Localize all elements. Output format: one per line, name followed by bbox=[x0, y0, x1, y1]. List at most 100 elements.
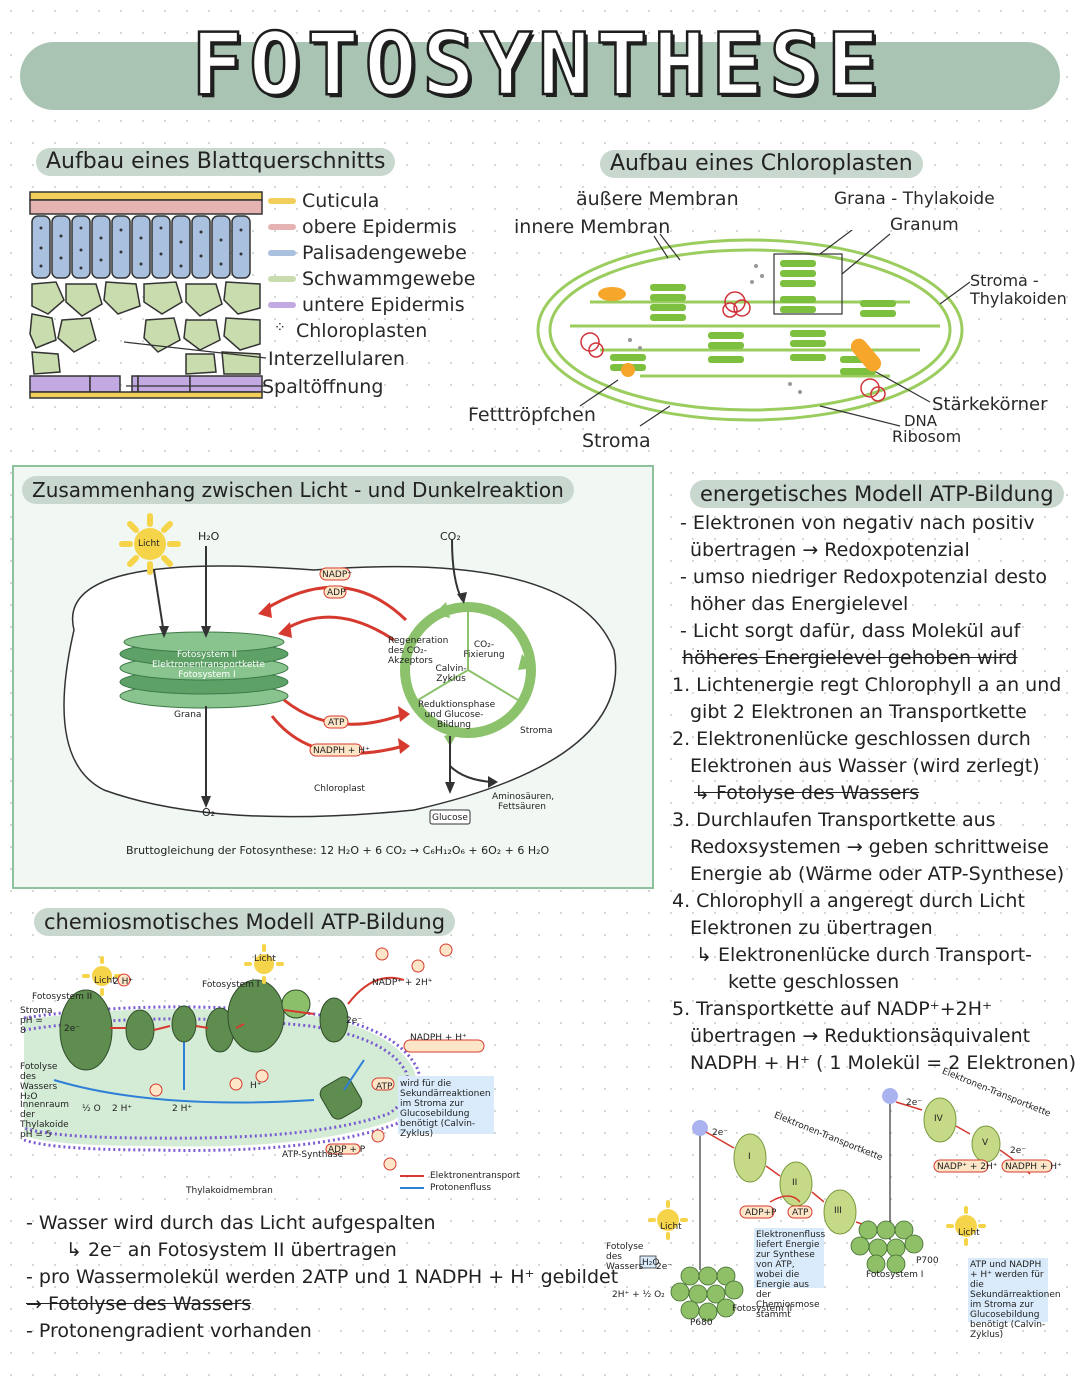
label-photolysis-chemi: Fotolyse des Wassers H₂O bbox=[20, 1062, 58, 1102]
label-2e-z1: 2e⁻ bbox=[712, 1128, 729, 1138]
label-light-z-right: Licht bbox=[958, 1228, 980, 1238]
black-arrows bbox=[153, 539, 493, 802]
label-amino-fatty-acids: Aminosäuren, Fettsäuren bbox=[492, 792, 555, 812]
label-2e-z2: 2e⁻ bbox=[906, 1098, 923, 1108]
sun-icon-left bbox=[82, 956, 122, 996]
label-stroma-ph: Stroma pH = 8 bbox=[20, 1006, 53, 1036]
label-fs2-z: Fotosystem II bbox=[732, 1304, 793, 1314]
label-fs2: Fotosystem II bbox=[176, 650, 238, 660]
cuticula-layer bbox=[29, 191, 263, 201]
carrier-label-2: II bbox=[792, 1178, 798, 1188]
proton-circles bbox=[117, 943, 453, 1171]
label-half-o: ½ O bbox=[82, 1104, 101, 1114]
chloroplast-heading: Aufbau eines Chloroplasten bbox=[600, 150, 923, 178]
pill-nadph: NADPH + H⁺ bbox=[313, 746, 370, 756]
label-intercellular: Interzellularen bbox=[268, 348, 405, 370]
label-lumen: Innenraum der Thylakoide pH = 5 bbox=[20, 1100, 69, 1140]
label-granum: Granum bbox=[890, 215, 959, 235]
label-membrane: Thylakoidmembran bbox=[186, 1186, 273, 1196]
label-2h-chemi: 2 H⁺ bbox=[112, 1104, 133, 1114]
label-2e-chemi: 2e⁻ bbox=[64, 1024, 81, 1034]
label-reduction: Reduktionsphase und Glucose-Bildung bbox=[418, 700, 496, 730]
pill-nadp-z: NADP⁺ + 2H⁺ bbox=[937, 1162, 998, 1172]
pill-adp-z: ADP+P bbox=[745, 1208, 777, 1218]
label-2h-chemi-b: 2 H⁺ bbox=[172, 1104, 193, 1114]
label-atp-chemi: ATP bbox=[376, 1082, 393, 1092]
granum-box bbox=[773, 253, 843, 315]
label-p680: P680 bbox=[690, 1318, 713, 1328]
products-note-box bbox=[968, 1258, 1048, 1322]
label-products-z: 2H⁺ + ½ O₂ bbox=[612, 1290, 665, 1300]
leaf-cross-section-diagram bbox=[29, 191, 266, 399]
chemiosmotic-heading: chemiosmotisches Modell ATP-Bildung bbox=[34, 908, 456, 936]
label-starch: Stärkekörner bbox=[932, 394, 1048, 415]
pill-nadp: NADP⁺ bbox=[322, 570, 352, 580]
label-fs2-chemi: Fotosystem II bbox=[32, 992, 93, 1002]
label-chloroplast: Chloroplast bbox=[314, 784, 365, 794]
lumen bbox=[24, 1008, 417, 1147]
title-banner bbox=[20, 42, 1060, 110]
label-2e-z3: 2e⁻ bbox=[1010, 1146, 1027, 1156]
label-2h-chemi-top: 2 H⁺ bbox=[113, 977, 134, 987]
lower-epidermis-layer bbox=[29, 375, 263, 393]
dna-coils bbox=[580, 291, 886, 402]
label-light-chemi-right: Licht bbox=[254, 954, 276, 964]
label-co2: CO₂ bbox=[440, 530, 461, 543]
chemiosmotic-note: wird für die Sekundärreaktionen im Strom… bbox=[400, 1079, 491, 1139]
cofactor-pills bbox=[309, 567, 471, 825]
sun-icon-z-left bbox=[648, 1200, 688, 1240]
membrane-complexes bbox=[59, 979, 363, 1120]
label-stoma: Spaltöffnung bbox=[262, 376, 384, 398]
z-scheme-diagram bbox=[639, 1088, 1053, 1322]
light-dark-heading: Zusammenhang zwischen Licht - und Dunkel… bbox=[22, 476, 574, 504]
label-flow-note: Elektronenfluss liefert Energie zur Synt… bbox=[756, 1230, 826, 1320]
label-h2o-z: H₂O bbox=[642, 1258, 660, 1268]
label-glucose: Glucose bbox=[432, 813, 468, 823]
note-box bbox=[398, 1076, 494, 1134]
pill-atp-z: ATP bbox=[792, 1208, 809, 1218]
energetic-heading: energetisches Modell ATP-Bildung bbox=[690, 480, 1064, 508]
label-products-note: ATP und NADPH + H⁺ werden für die Sekund… bbox=[970, 1260, 1061, 1340]
sun-icon-z-right bbox=[946, 1206, 986, 1246]
label-grana-thylakoid: Grana - Thylakoide bbox=[834, 189, 995, 209]
label-inner-membrane: innere Membran bbox=[514, 216, 671, 238]
carrier-label-5: V bbox=[982, 1138, 989, 1148]
label-fs1-z: Fotosystem I bbox=[866, 1270, 924, 1280]
label-lipid: Fetttröpfchen bbox=[468, 404, 596, 426]
legend-electron-transport: Elektronentransport bbox=[430, 1171, 521, 1181]
label-calvin: Calvin-Zyklus bbox=[435, 664, 467, 684]
carrier-ovals bbox=[733, 1097, 1001, 1235]
pill-adp: ADP bbox=[327, 588, 346, 598]
carrier-label-3: III bbox=[834, 1206, 842, 1216]
equation: Bruttogleichung der Fotosynthese: 12 H₂O… bbox=[126, 844, 550, 857]
label-outer-membrane: äußere Membran bbox=[576, 188, 739, 210]
carrier-label-4: IV bbox=[934, 1114, 943, 1124]
label-2e-z4: 2e⁻ bbox=[656, 1262, 673, 1272]
label-stroma: Stroma bbox=[582, 430, 651, 452]
chloroplast-diagram bbox=[536, 230, 970, 427]
page-title: FOTOSYNTHESE bbox=[190, 15, 885, 115]
photosystem-i-cluster bbox=[850, 1220, 924, 1274]
atp-pill bbox=[371, 1077, 395, 1091]
leaf-heading: Aufbau eines Blattquerschnitts bbox=[36, 148, 396, 176]
label-2e-chemi-b: 2e⁻ bbox=[346, 1016, 363, 1026]
sun-icon-right bbox=[244, 944, 284, 984]
label-etc: Elektronentransportkette bbox=[152, 660, 266, 670]
label-adp-p: ADP + P bbox=[328, 1145, 366, 1155]
grana-stacks bbox=[610, 260, 896, 375]
summary-bullets: - Wasser wird durch das Licht aufgespalt… bbox=[26, 1212, 619, 1342]
dots-icon: ⁘ bbox=[274, 320, 286, 336]
sun-icon bbox=[119, 513, 181, 575]
label-h2o: H₂O bbox=[198, 530, 220, 543]
upper-epidermis-layer bbox=[29, 199, 263, 215]
electron-arrows bbox=[110, 976, 405, 1031]
label-p700: P700 bbox=[916, 1256, 939, 1266]
label-stroma-thylakoid: Stroma - Thylakoiden bbox=[970, 271, 1067, 308]
palisade-chloroplast-dots bbox=[39, 226, 243, 270]
photosystem-ii-cluster bbox=[670, 1266, 744, 1322]
label-dna: DNA bbox=[904, 412, 938, 430]
palisade-cells bbox=[31, 215, 251, 279]
label-fs1: Fotosystem I bbox=[178, 670, 236, 680]
grana-stack bbox=[119, 631, 289, 709]
label-grana: Grana bbox=[174, 710, 202, 720]
